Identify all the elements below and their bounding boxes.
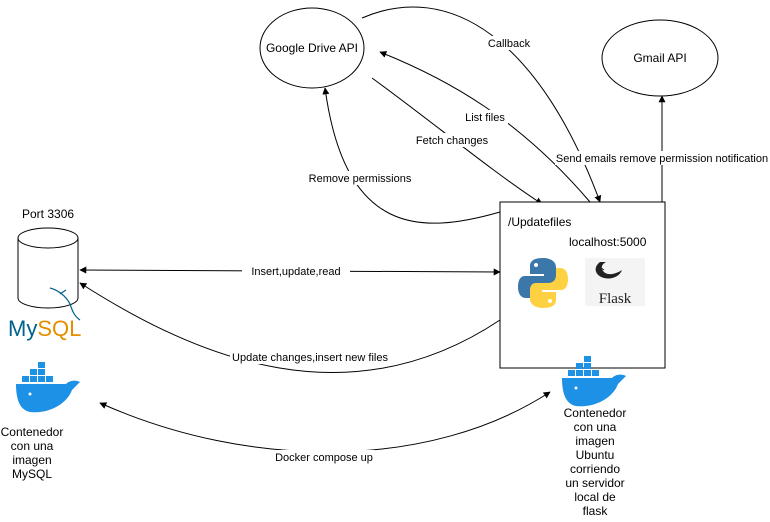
route-label: /Updatefiles bbox=[508, 215, 571, 229]
mysql-container-caption: Contenedor con una imagen MySQL bbox=[0, 425, 64, 481]
edge-docker-compose bbox=[99, 391, 551, 453]
caption-line: imagen bbox=[12, 453, 52, 467]
label-callback: Callback bbox=[488, 38, 531, 50]
label-update-changes: Update changes,insert new files bbox=[232, 352, 388, 364]
docker-whale-icon bbox=[562, 356, 626, 407]
caption-line: Ubuntu bbox=[575, 448, 615, 462]
gmail-api-node: Gmail API bbox=[601, 19, 719, 97]
flask-logo-text: Flask bbox=[599, 291, 632, 307]
label-insert-update-read: Insert,update,read bbox=[251, 266, 340, 278]
caption-line: imagen bbox=[575, 434, 615, 448]
port-label: Port 3306 bbox=[22, 207, 74, 221]
mysql-logo-icon: MySQL bbox=[8, 287, 81, 341]
label-list-files: List files bbox=[465, 112, 505, 124]
database-cylinder-icon bbox=[17, 227, 79, 309]
caption-line: corriendo bbox=[569, 462, 621, 476]
gmail-api-label: Gmail API bbox=[633, 51, 686, 65]
host-label: localhost:5000 bbox=[569, 235, 647, 249]
caption-line: con una bbox=[10, 439, 54, 453]
mysql-logo-text: MySQL bbox=[8, 316, 81, 341]
caption-line: MySQL bbox=[11, 467, 52, 481]
google-drive-api-label: Google Drive API bbox=[266, 41, 358, 55]
label-docker-compose: Docker compose up bbox=[275, 452, 373, 464]
caption-line: flask bbox=[582, 504, 608, 518]
caption-line: Contenedor bbox=[0, 425, 64, 439]
edge-remove-permissions bbox=[322, 87, 501, 224]
caption-line: Contenedor bbox=[563, 406, 627, 420]
python-logo-icon bbox=[518, 258, 568, 308]
docker-whale-icon bbox=[16, 362, 80, 413]
edge-update-changes bbox=[79, 282, 501, 373]
google-drive-api-node: Google Drive API bbox=[259, 7, 365, 89]
caption-line: local de bbox=[574, 490, 616, 504]
caption-line: con una bbox=[573, 420, 617, 434]
label-send-emails: Send emails remove permission notificati… bbox=[556, 153, 768, 165]
edge-list-files bbox=[379, 51, 591, 203]
flask-server-node: /Updatefiles localhost:5000 Flask bbox=[499, 201, 666, 369]
flask-logo-icon: Flask bbox=[585, 258, 645, 307]
edge-callback bbox=[361, 6, 602, 203]
label-remove-permissions: Remove permissions bbox=[309, 173, 412, 185]
caption-line: un servidor bbox=[565, 476, 625, 490]
ubuntu-container-caption: Contenedor con una imagen Ubuntu corrien… bbox=[555, 406, 635, 518]
label-fetch-changes: Fetch changes bbox=[416, 135, 489, 147]
